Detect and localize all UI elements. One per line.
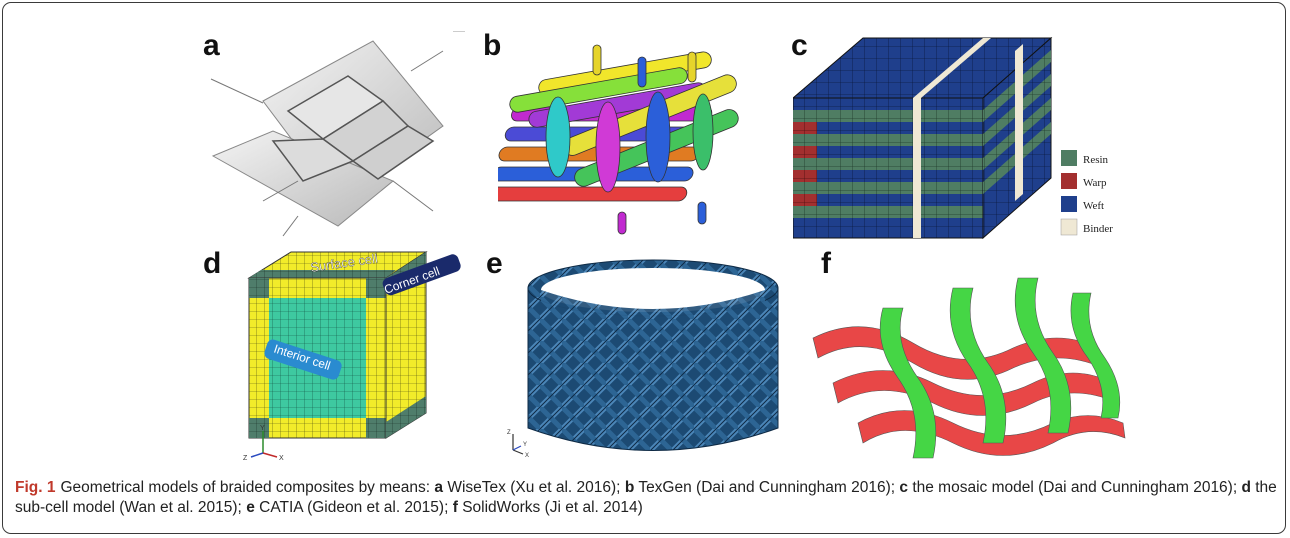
panel-e-catia-image [527,259,779,451]
legend-swatch-weft [1061,196,1077,212]
legend-label-warp: Warp [1083,177,1107,189]
panel-b-texgen-image [498,44,739,235]
legend-label-weft: Weft [1083,200,1104,212]
panel-label-d: d [203,247,222,280]
caption-item-letter: e [246,499,255,516]
caption-item-letter: b [624,479,635,496]
axis-label-y: Y [260,425,265,432]
panel-a-wisetex-image [210,31,465,237]
caption-figure-label: Fig. 1 [15,479,56,496]
panel-label-f: f [821,247,831,280]
caption-intro: Geometrical models of braided composites… [60,479,431,496]
panel-label-c: c [791,29,808,62]
panel-label-a: a [203,29,220,62]
caption-item-text: SolidWorks (Ji et al. 2014) [462,499,643,516]
caption-item-text: CATIA (Gideon et al. 2015); [259,499,449,516]
caption-item-text: TexGen (Dai and Cunningham 2016); [638,479,896,496]
panel-label-b: b [483,29,502,62]
legend-label-binder: Binder [1083,223,1113,235]
caption-item-text: the sub-cell model (Wan et al. 2015); [15,479,1277,516]
legend-swatch-resin [1061,150,1077,166]
caption-item-text: the mosaic model (Dai and Cunningham 201… [912,479,1238,496]
axis-label-x: X [525,453,529,458]
panel-d-subcell-image: Surface cell Corner cell Interior cell [247,250,461,439]
panel-label-e: e [486,247,503,280]
panel-e-axis-triad: Z X Y [507,430,529,458]
legend-swatch-warp [1061,173,1077,189]
legend-swatch-binder [1060,218,1078,236]
caption-item-letter: c [899,479,909,496]
axis-label-y: Y [523,442,527,448]
panel-c-mosaic-image: Resin Warp Weft Binder [793,36,1113,240]
caption-item-letter: a [434,479,444,496]
axis-label-z: Z [243,455,248,462]
caption-item-letter: f [452,499,458,516]
caption-item-text: WiseTex (Xu et al. 2016); [447,479,621,496]
legend-label-resin: Resin [1083,154,1109,166]
panel-d-axis-triad: Y Z X [243,425,284,462]
panel-f-solidworks-image [812,277,1126,459]
axis-label-x: X [279,455,284,462]
caption-item-letter: d [1241,479,1251,496]
axis-label-z: Z [507,430,511,436]
